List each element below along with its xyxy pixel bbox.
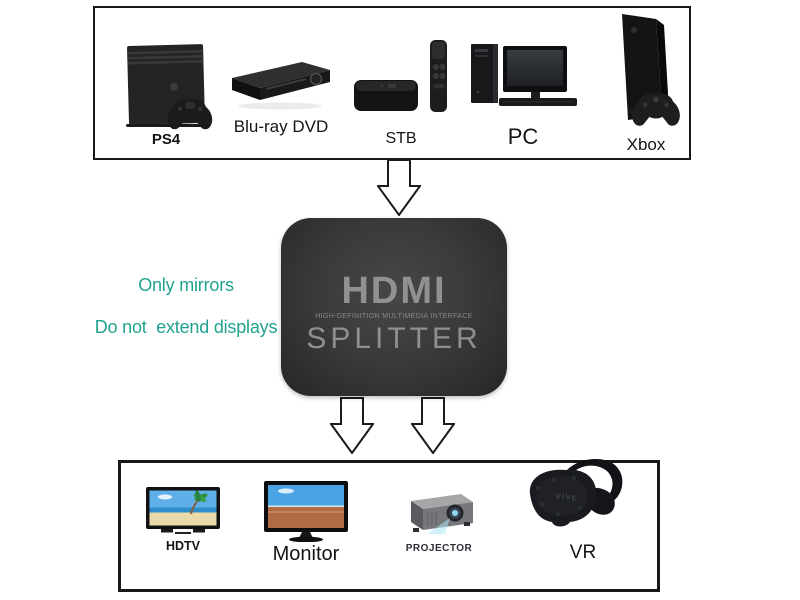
device-stb: STB bbox=[350, 38, 452, 148]
vr-headset-icon: VIVE bbox=[529, 459, 623, 527]
hdmi-logo: HDMI bbox=[341, 270, 447, 312]
down-arrow-right-icon bbox=[411, 397, 455, 454]
xbox-icon bbox=[622, 14, 680, 126]
device-label-monitor: Monitor bbox=[272, 543, 340, 565]
device-label-ps4: PS4 bbox=[151, 131, 181, 148]
device-label-bluray: Blu-ray DVD bbox=[233, 117, 329, 136]
device-hdtv: HDTV bbox=[142, 486, 224, 554]
bluray-player-icon bbox=[232, 62, 330, 110]
device-label-vr: VR bbox=[569, 542, 597, 563]
device-label-xbox: Xbox bbox=[626, 135, 666, 154]
device-label-pc: PC bbox=[507, 124, 539, 149]
note-no-extend: Do not extend displays bbox=[94, 317, 278, 337]
device-vr: VIVE VR bbox=[516, 452, 628, 564]
device-pc: PC bbox=[464, 42, 582, 149]
device-label-stb: STB bbox=[385, 130, 417, 147]
down-arrow-top-icon bbox=[377, 159, 421, 216]
stb-icon bbox=[354, 40, 447, 112]
device-bluray: Blu-ray DVD bbox=[226, 58, 336, 137]
device-monitor: Monitor bbox=[260, 481, 352, 565]
monitor-icon bbox=[264, 481, 348, 542]
device-projector: PROJECTOR bbox=[400, 491, 478, 554]
hdmi-tagline: HIGH-DEFINITION MULTIMEDIA INTERFACE bbox=[315, 313, 473, 320]
device-label-projector: PROJECTOR bbox=[405, 543, 473, 554]
vive-brand-text: VIVE bbox=[556, 493, 579, 503]
device-ps4: PS4 bbox=[112, 40, 220, 149]
hdmi-splitter-device: HDMI HIGH-DEFINITION MULTIMEDIA INTERFAC… bbox=[281, 218, 507, 396]
pc-icon bbox=[471, 44, 577, 106]
device-label-hdtv: HDTV bbox=[165, 539, 201, 553]
projector-icon bbox=[411, 494, 473, 534]
note-only-mirrors: Only mirrors bbox=[138, 275, 234, 295]
hdtv-icon bbox=[146, 487, 220, 534]
device-xbox: Xbox bbox=[606, 10, 686, 155]
down-arrow-left-icon bbox=[330, 397, 374, 454]
ps4-icon bbox=[126, 44, 213, 130]
splitter-label: SPLITTER bbox=[306, 322, 482, 355]
